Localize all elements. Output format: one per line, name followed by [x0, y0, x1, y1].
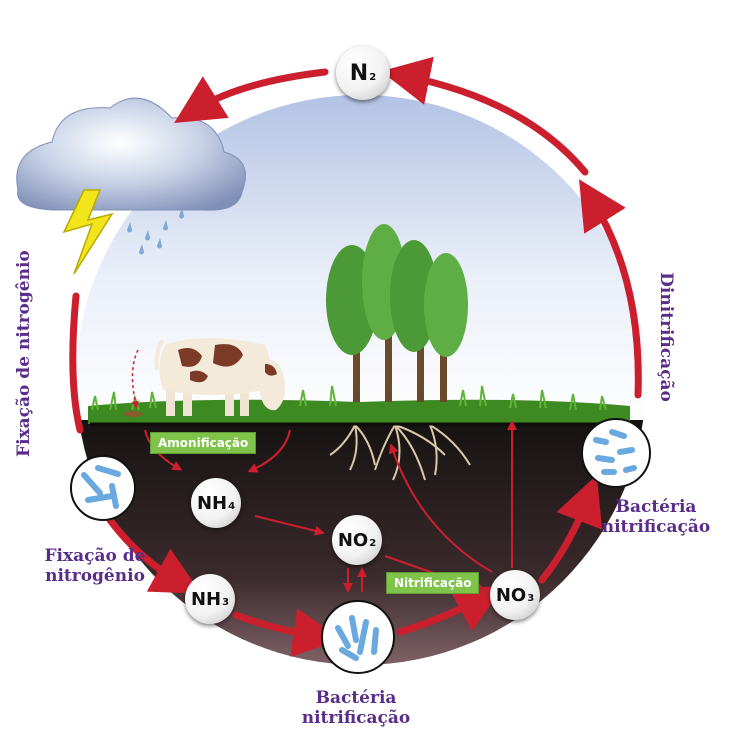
node-no3-sub: 3	[527, 592, 535, 604]
label-bacteria-right: Bactéria nitrificação	[586, 497, 726, 537]
cow-icon	[122, 338, 285, 417]
tag-nitrificacao: Nitrificação	[386, 572, 480, 594]
bacteria-icon	[70, 418, 651, 674]
label-bacteria-right-line1: Bactéria	[615, 497, 697, 517]
node-no2-base: NO	[337, 529, 369, 551]
label-bacteria-right-line2: nitrificação	[601, 517, 711, 537]
label-bacteria-bottom-line1: Bactéria	[315, 688, 397, 708]
label-bacteria-bottom-line2: nitrificação	[301, 708, 411, 728]
label-bacteria-bottom: Bactéria nitrificação	[286, 688, 426, 728]
node-nh3-sub: 3	[222, 596, 230, 608]
label-fixacao-bottom: Fixação de nitrogênio	[30, 546, 160, 586]
tag-amonificacao: Amonificação	[150, 432, 257, 454]
label-fixacao-bottom-line1: Fixação de	[44, 546, 146, 566]
label-fixacao-bottom-line2: nitrogênio	[45, 566, 145, 586]
tree-icon	[326, 224, 468, 402]
node-nh4-sub: 4	[228, 500, 236, 512]
roots-icon	[329, 424, 471, 481]
node-nh3-base: NH	[190, 588, 222, 610]
node-no3-base: NO	[495, 584, 527, 606]
node-no2-sub: 2	[369, 537, 377, 549]
lightning-icon	[62, 189, 114, 275]
node-nh4-base: NH	[196, 492, 228, 514]
node-n2-base: N	[349, 60, 369, 86]
node-n2-sub: 2	[369, 71, 377, 83]
label-dinitrificacao: Dinitrificação	[656, 272, 676, 402]
label-fixacao-vertical: Fixação de nitrogênio	[14, 250, 34, 457]
cycle-arrows	[69, 56, 642, 657]
